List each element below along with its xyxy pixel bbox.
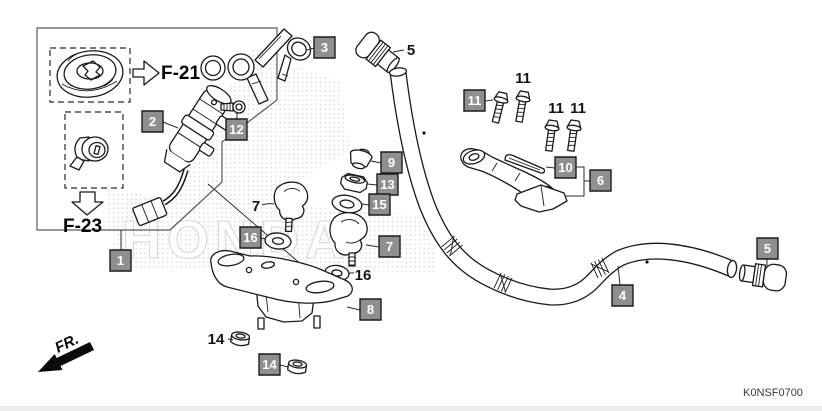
handle-upper-holder-drawing <box>461 147 567 212</box>
callout-15[interactable]: 15 <box>369 194 390 215</box>
ignition-switch-drawing <box>132 29 292 226</box>
callout-4[interactable]: 4 <box>612 285 633 306</box>
callout-2[interactable]: 2 <box>142 111 163 132</box>
svg-text:7[interactable]: 7 <box>252 198 260 215</box>
callout-3[interactable]: 3 <box>314 37 335 58</box>
knurl-band <box>494 273 512 293</box>
cap-nut-bottom-drawing <box>287 359 307 375</box>
callout-14-plain[interactable]: 14 <box>208 331 225 348</box>
lock-cylinder-drawing <box>70 137 108 170</box>
handlebar-clamp-right-drawing <box>330 213 367 266</box>
svg-text:12[interactable]: 12 <box>229 122 243 137</box>
svg-text:9[interactable]: 9 <box>388 155 395 170</box>
callout-9[interactable]: 9 <box>381 152 402 173</box>
diagram-code: K0NSF0700 <box>743 387 803 399</box>
svg-text:14[interactable]: 14 <box>208 331 225 348</box>
key-blank-drawing <box>278 34 315 81</box>
frame-ref-f23[interactable]: F-23 <box>63 192 103 237</box>
callout-12[interactable]: 12 <box>226 119 247 140</box>
lock-cylinder-dashed-box <box>65 112 123 188</box>
front-direction-marker: FR. <box>38 331 94 372</box>
svg-text:1[interactable]: 1 <box>117 253 124 268</box>
callout-1[interactable]: 1 <box>110 250 131 271</box>
svg-text:6[interactable]: 6 <box>597 173 604 188</box>
svg-text:16[interactable]: 16 <box>243 230 257 245</box>
front-arrow-icon <box>38 342 94 372</box>
flange-bolts-drawing <box>489 90 582 151</box>
knurl-band <box>442 236 463 256</box>
fuel-cap-dashed-box <box>50 48 130 102</box>
callout-14-boxed[interactable]: 14 <box>259 354 280 375</box>
handlebar-weight-right-drawing <box>738 260 788 292</box>
callout-16-boxed[interactable]: 16 <box>240 227 261 248</box>
fuel-filler-cap-drawing <box>54 47 126 102</box>
svg-text:15[interactable]: 15 <box>372 197 386 212</box>
callout-7-boxed[interactable]: 7 <box>379 236 400 257</box>
callout-11-c[interactable]: 11 <box>570 100 586 117</box>
callout-11-a[interactable]: 11 <box>515 70 531 87</box>
svg-text:5[interactable]: 5 <box>407 42 415 59</box>
svg-text:2[interactable]: 2 <box>149 114 156 129</box>
svg-text:11[interactable]: 11 <box>515 70 531 87</box>
handle-lower-bracket-drawing <box>211 251 353 329</box>
svg-text:11[interactable]: 11 <box>468 93 482 108</box>
callout-10[interactable]: 10 <box>555 157 576 178</box>
svg-text:5[interactable]: 5 <box>764 241 771 256</box>
svg-text:11[interactable]: 11 <box>548 100 564 117</box>
callout-13[interactable]: 13 <box>377 174 398 195</box>
callout-7-plain[interactable]: 7 <box>252 198 260 215</box>
svg-text:7[interactable]: 7 <box>386 239 393 254</box>
f23-arrow-icon <box>72 192 103 215</box>
frame-ref-label[interactable]: F-21 <box>161 63 201 84</box>
svg-text:16[interactable]: 16 <box>355 267 372 284</box>
handlebar-weight-left-drawing <box>353 29 404 78</box>
setting-screw-drawing <box>221 101 245 113</box>
callout-5-right[interactable]: 5 <box>757 238 778 259</box>
f21-arrow-icon <box>133 61 159 85</box>
callout-leaders <box>163 48 767 367</box>
svg-text:3[interactable]: 3 <box>321 40 328 55</box>
weight-screw-drawing <box>347 146 373 170</box>
callout-8[interactable]: 8 <box>360 299 381 320</box>
svg-text:4[interactable]: 4 <box>619 288 627 303</box>
callout-11-boxed[interactable]: 11 <box>464 90 485 111</box>
frame-ref-label[interactable]: F-23 <box>63 216 102 237</box>
frame-ref-f21[interactable]: F-21 <box>133 61 201 85</box>
washer-left-drawing <box>264 232 292 251</box>
svg-text:8[interactable]: 8 <box>367 302 374 317</box>
handle-nut-drawing <box>340 172 369 193</box>
svg-text:10[interactable]: 10 <box>558 160 572 175</box>
callout-16-plain[interactable]: 16 <box>355 267 372 284</box>
handlebar-clamp-left-drawing <box>273 181 311 233</box>
knurl-band <box>591 258 609 278</box>
cap-nut-left-drawing <box>230 331 250 347</box>
svg-text:11[interactable]: 11 <box>570 100 586 117</box>
callout-6[interactable]: 6 <box>590 170 611 191</box>
svg-text:13[interactable]: 13 <box>380 177 394 192</box>
callout-11-b[interactable]: 11 <box>548 100 564 117</box>
handle-washer-drawing <box>331 193 363 215</box>
page-bottom-edge <box>0 406 822 411</box>
handle-pipe-drawing <box>389 67 738 297</box>
svg-text:14[interactable]: 14 <box>262 357 277 372</box>
callout-5-top[interactable]: 5 <box>407 42 415 59</box>
